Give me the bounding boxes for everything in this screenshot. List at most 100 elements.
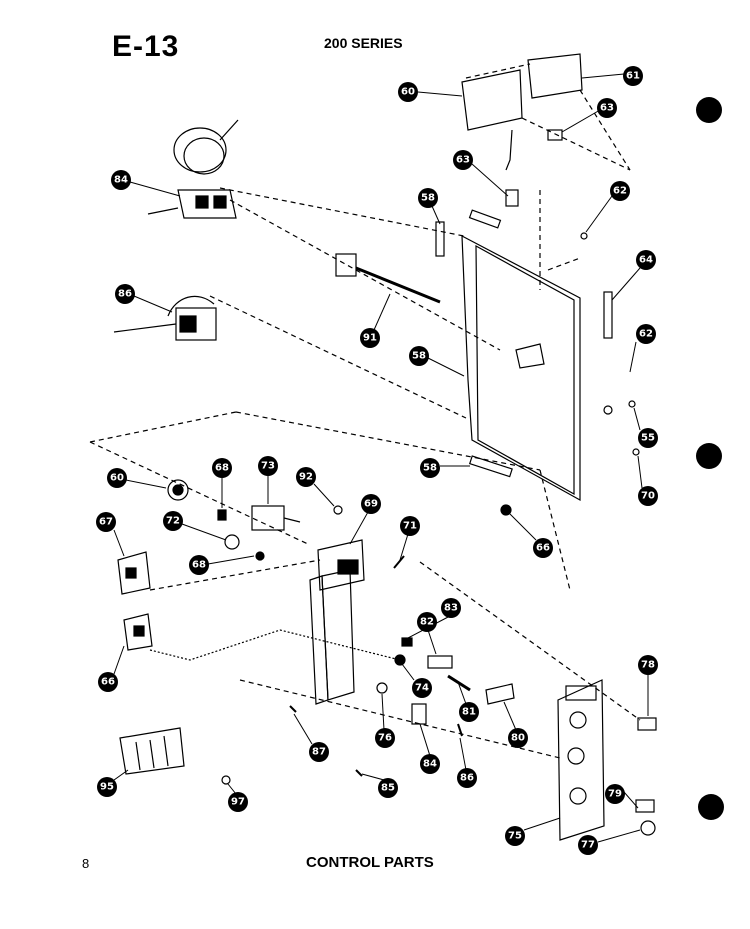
callout-61: 61	[581, 66, 643, 86]
svg-text:68: 68	[192, 560, 206, 571]
control-panel-58	[461, 234, 581, 502]
knob-77	[640, 820, 656, 836]
screw-92	[333, 505, 343, 515]
svg-text:92: 92	[299, 472, 313, 483]
knob-78	[637, 717, 657, 731]
svg-text:72: 72	[166, 516, 180, 527]
svg-text:60: 60	[110, 473, 124, 484]
svg-text:74: 74	[415, 683, 429, 694]
bracket-58	[515, 343, 545, 369]
callout-60-knob: 60	[107, 468, 167, 489]
callout-66-left: 66	[98, 645, 125, 692]
strip-58-left	[435, 221, 445, 257]
svg-text:82: 82	[420, 617, 434, 628]
screw-97	[221, 775, 231, 785]
page-code: E-13	[112, 30, 180, 63]
svg-text:62: 62	[639, 329, 653, 340]
callout-60-top: 60	[398, 82, 463, 102]
callout-95: 95	[97, 769, 129, 797]
nut-66	[500, 504, 512, 516]
svg-text:79: 79	[608, 789, 622, 800]
svg-text:71: 71	[403, 521, 417, 532]
callout-79: 79	[605, 784, 639, 809]
screw-71	[393, 555, 405, 569]
knob-60	[167, 479, 189, 501]
callout-63: 63	[453, 150, 509, 197]
svg-text:58: 58	[421, 193, 435, 204]
series-title: 200 SERIES	[324, 35, 403, 51]
callout-75: 75	[505, 817, 561, 846]
svg-text:73: 73	[261, 461, 275, 472]
switch-73	[251, 505, 285, 531]
screw-55	[603, 405, 613, 415]
callout-58-top: 58	[418, 188, 441, 225]
control-plate-75	[557, 679, 605, 841]
capacitor-66	[123, 613, 153, 651]
svg-text:84: 84	[423, 759, 437, 770]
svg-text:84: 84	[114, 175, 128, 186]
punch-hole-middle	[696, 443, 722, 469]
callout-78: 78	[638, 655, 658, 716]
svg-text:86: 86	[118, 289, 132, 300]
callout-68-top: 68	[212, 458, 232, 508]
callout-63-top: 63	[561, 98, 617, 133]
svg-text:91: 91	[363, 333, 377, 344]
callout-85: 85	[361, 773, 398, 798]
nut-83	[401, 637, 413, 647]
dial-3	[569, 787, 587, 805]
callout-67: 67	[96, 512, 125, 557]
page-number: 8	[82, 856, 90, 871]
svg-text:87: 87	[312, 747, 326, 758]
svg-text:66: 66	[101, 677, 115, 688]
svg-text:77: 77	[581, 840, 595, 851]
bushing-72	[224, 534, 240, 550]
svg-text:78: 78	[641, 660, 655, 671]
callout-62-top: 62	[585, 181, 630, 233]
cover-plate-60	[461, 69, 523, 131]
capillary-coil-1	[173, 127, 227, 173]
punch-hole-bottom	[698, 794, 724, 820]
callout-92: 92	[296, 467, 335, 507]
callout-87: 87	[293, 713, 329, 762]
callout-68-nut: 68	[189, 555, 255, 575]
thermo-block-91	[335, 253, 357, 277]
cover-plate-61	[527, 53, 583, 99]
svg-text:95: 95	[100, 782, 114, 793]
callout-81: 81	[457, 681, 479, 722]
callout-86-bottom: 86	[457, 737, 477, 788]
svg-text:67: 67	[99, 517, 113, 528]
callout-77: 77	[578, 829, 641, 855]
screw-70	[632, 448, 640, 456]
callout-66-right: 66	[509, 513, 553, 558]
svg-text:81: 81	[462, 707, 476, 718]
callout-58-bottom: 58	[420, 458, 470, 478]
svg-text:76: 76	[378, 733, 392, 744]
callout-group: 60 61 63 63 62 58 84 86 91 64 62 58 55 5…	[96, 66, 658, 855]
bar-58-bottom	[468, 455, 513, 478]
screw-55b	[628, 400, 636, 408]
callout-82: 82	[417, 612, 437, 655]
screw-85	[355, 769, 363, 777]
vertical-bracket-side	[321, 569, 355, 701]
thermostat-body-84	[177, 189, 237, 219]
wire-63	[505, 129, 513, 171]
svg-text:63: 63	[600, 103, 614, 114]
svg-text:55: 55	[641, 433, 655, 444]
pin-86	[457, 723, 463, 737]
callout-64: 64	[611, 250, 656, 301]
screw-62	[580, 232, 588, 240]
svg-text:66: 66	[536, 543, 550, 554]
svg-text:80: 80	[511, 733, 525, 744]
callout-62-mid: 62	[629, 324, 656, 373]
bracket-63	[505, 189, 519, 207]
clip-68	[217, 509, 227, 521]
callout-84-bottom: 84	[419, 723, 440, 774]
capillary-tail	[219, 119, 239, 141]
svg-text:64: 64	[639, 255, 653, 266]
bar-58	[468, 209, 502, 229]
callout-69: 69	[349, 494, 381, 545]
washer-76	[376, 682, 388, 694]
bracket-82	[427, 655, 453, 669]
